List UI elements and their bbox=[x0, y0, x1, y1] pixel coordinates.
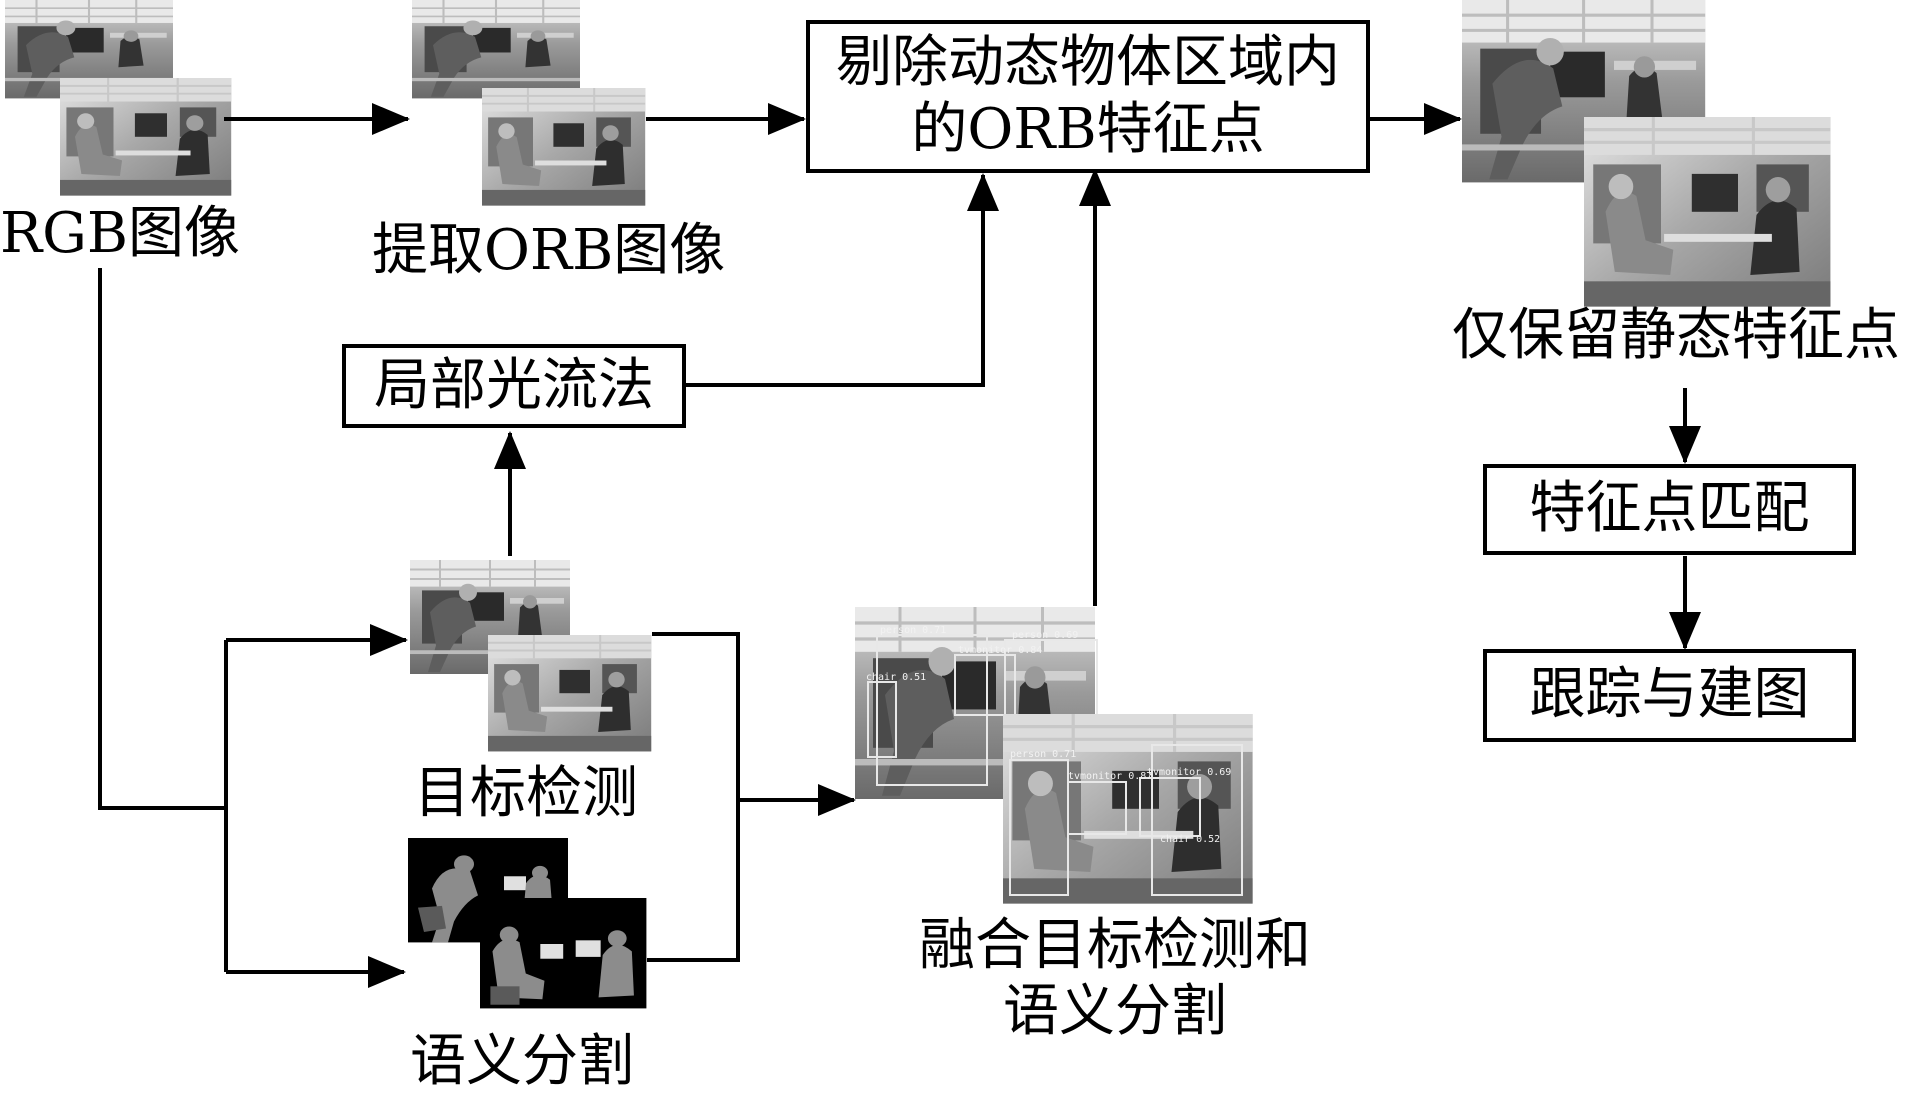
box-feature-match: 特征点匹配 bbox=[1483, 464, 1856, 555]
detection-tag: person 0.71 bbox=[1010, 749, 1076, 760]
feature-match-label: 特征点匹配 bbox=[1529, 476, 1810, 542]
line-seg-merge bbox=[647, 800, 740, 962]
detection-tag: person 0.69 bbox=[1012, 630, 1078, 641]
semantic-seg-thumb-front bbox=[480, 898, 647, 1009]
box-optical-flow: 局部光流法 bbox=[342, 344, 686, 428]
box-tracking-mapping: 跟踪与建图 bbox=[1483, 649, 1856, 742]
detection-tag: chair 0.52 bbox=[1160, 834, 1220, 845]
fusion-line-2: 语义分割 bbox=[1003, 979, 1227, 1045]
detection-box bbox=[1151, 744, 1243, 896]
label-object-detection: 目标检测 bbox=[414, 761, 638, 826]
detection-tag: person 0.71 bbox=[880, 625, 946, 636]
box-remove-dynamic-points: 剔除动态物体区域内 的ORB特征点 bbox=[806, 20, 1370, 173]
label-orb-image: 提取ORB图像 bbox=[372, 218, 726, 283]
label-fusion: 融合目标检测和 语义分割 bbox=[880, 913, 1350, 1045]
detection-tag: chair 0.51 bbox=[866, 672, 926, 683]
detection-box bbox=[954, 654, 1016, 716]
rgb-image-thumb-front bbox=[58, 76, 233, 197]
static-points-thumb-front bbox=[1582, 115, 1832, 309]
arrow-flow-to-remove bbox=[686, 173, 999, 387]
detection-box bbox=[1139, 777, 1201, 837]
fusion-thumb-front: person 0.71 tvmonitor 0.87 tvmonitor 0.6… bbox=[1001, 712, 1255, 906]
orb-image-thumb-front bbox=[480, 86, 647, 207]
optical-flow-label: 局部光流法 bbox=[374, 352, 654, 418]
orb-image-thumb-back bbox=[410, 0, 582, 100]
detection-tag: tvmonitor 0.84 bbox=[958, 645, 1042, 656]
object-detection-thumb-front bbox=[486, 633, 653, 753]
remove-dynamic-line-2: 的ORB特征点 bbox=[911, 96, 1265, 162]
detection-tag: tvmonitor 0.87 bbox=[1068, 771, 1152, 782]
fusion-thumb-back: person 0.71 person 0.69 tvmonitor 0.84 c… bbox=[853, 605, 1098, 801]
tracking-mapping-label: 跟踪与建图 bbox=[1529, 662, 1810, 728]
line-detect-merge bbox=[652, 632, 740, 800]
remove-dynamic-line-1: 剔除动态物体区域内 bbox=[836, 30, 1340, 96]
detection-box bbox=[1067, 781, 1127, 835]
label-rgb-image: RGB图像 bbox=[0, 201, 241, 266]
detection-tag: tvmonitor 0.69 bbox=[1147, 767, 1231, 778]
line-rgb-down bbox=[98, 268, 226, 810]
detection-box bbox=[867, 681, 897, 758]
label-keep-static-points: 仅保留静态特征点 bbox=[1452, 303, 1900, 368]
label-semantic-segmentation: 语义分割 bbox=[410, 1029, 634, 1094]
fusion-line-1: 融合目标检测和 bbox=[919, 913, 1311, 978]
detection-box bbox=[876, 634, 988, 786]
